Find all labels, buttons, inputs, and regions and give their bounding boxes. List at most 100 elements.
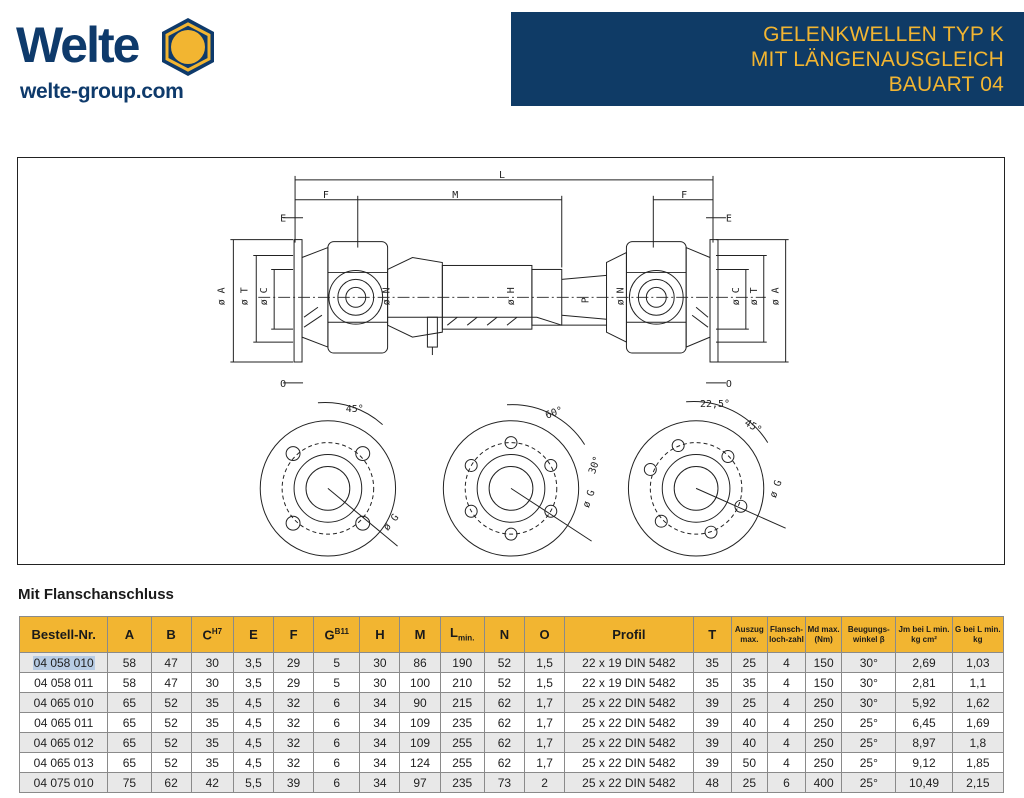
table-cell: 4 — [766, 672, 807, 693]
dia-G-right: ø G — [768, 479, 784, 500]
table-cell: 97 — [399, 772, 441, 793]
table-cell: 1,69 — [951, 712, 1005, 733]
table-cell: 86 — [399, 652, 441, 673]
table-cell: 40 — [730, 732, 768, 753]
table-cell: 250 — [805, 732, 843, 753]
table-cell: 40 — [730, 712, 768, 733]
table-header-cell: H — [359, 616, 401, 653]
table-cell: 32 — [272, 712, 315, 733]
table-cell: 6 — [766, 772, 807, 793]
table-cell: 65 — [107, 752, 152, 773]
dim-M: M — [452, 190, 458, 201]
table-header-cell: GB11 — [313, 616, 361, 653]
dim-T-left: ø T — [239, 287, 250, 305]
table-cell: 400 — [805, 772, 843, 793]
table-header-cell: Bestell-Nr. — [18, 616, 109, 653]
table-cell: 25 — [730, 692, 768, 713]
table-cell: 39 — [272, 772, 315, 793]
table-cell: 47 — [150, 652, 192, 673]
dia-G-left: ø G — [381, 512, 401, 533]
table-cell: 1,1 — [951, 672, 1005, 693]
table-cell: 34 — [359, 752, 401, 773]
table-cell: 8,97 — [895, 732, 953, 753]
table-cell: 30 — [190, 672, 234, 693]
table-cell: 22 x 19 DIN 5482 — [564, 672, 694, 693]
order-number-cell: 04 058 010 — [18, 652, 109, 673]
table-cell: 30° — [841, 692, 897, 713]
table-header-cell: Md max. (Nm) — [805, 616, 843, 653]
table-cell: 25 x 22 DIN 5482 — [564, 732, 694, 753]
table-cell: 1,7 — [523, 752, 566, 773]
dim-O-left: O — [280, 379, 286, 390]
table-cell: 52 — [150, 692, 192, 713]
table-cell: 52 — [150, 712, 192, 733]
table-cell: 65 — [107, 712, 152, 733]
table-header-cell: E — [232, 616, 274, 653]
table-cell: 1,7 — [523, 692, 566, 713]
banner-line-1: GELENKWELLEN TYP K — [763, 23, 1004, 46]
table-header-cell: Lmin. — [439, 616, 485, 653]
table-cell: 30° — [841, 672, 897, 693]
table-cell: 1,5 — [523, 652, 566, 673]
table-cell: 1,03 — [951, 652, 1005, 673]
table-cell: 32 — [272, 732, 315, 753]
table-cell: 65 — [107, 732, 152, 753]
table-cell: 4 — [766, 712, 807, 733]
table-cell: 4,5 — [232, 732, 274, 753]
table-cell: 3,5 — [232, 672, 274, 693]
dim-E-right: E — [726, 214, 732, 225]
table-cell: 109 — [399, 712, 441, 733]
drawing-svg: L F M F E E O O ø A ø T ø C ø N ø H P ø … — [216, 170, 789, 557]
table-cell: 6 — [313, 752, 361, 773]
dim-P: P — [581, 297, 592, 303]
table-cell: 35 — [692, 652, 732, 673]
table-cell: 39 — [692, 692, 732, 713]
table-cell: 35 — [692, 672, 732, 693]
table-cell: 39 — [692, 732, 732, 753]
table-cell: 235 — [439, 772, 485, 793]
table-header-cell: Auszug max. — [730, 616, 768, 653]
table-cell: 62 — [483, 692, 525, 713]
order-number-cell: 04 058 011 — [18, 672, 109, 693]
table-cell: 48 — [692, 772, 732, 793]
table-cell: 4 — [766, 752, 807, 773]
table-cell: 25 x 22 DIN 5482 — [564, 772, 694, 793]
title-banner: GELENKWELLEN TYP K MIT LÄNGENAUSGLEICH B… — [511, 12, 1024, 106]
table-cell: 58 — [107, 672, 152, 693]
dim-N-right: ø N — [615, 287, 626, 305]
table-cell: 5,92 — [895, 692, 953, 713]
table-cell: 3,5 — [232, 652, 274, 673]
table-cell: 124 — [399, 752, 441, 773]
table-header-cell: O — [523, 616, 566, 653]
banner-line-2: MIT LÄNGENAUSGLEICH — [750, 48, 1004, 71]
dim-A-left: ø A — [216, 287, 227, 305]
table-cell: 30 — [190, 652, 234, 673]
table-cell: 25° — [841, 712, 897, 733]
dia-G-middle: ø G — [581, 489, 597, 510]
table-cell: 5 — [313, 672, 361, 693]
table-cell: 25° — [841, 752, 897, 773]
table-cell: 65 — [107, 692, 152, 713]
table-cell: 250 — [805, 712, 843, 733]
order-number-cell: 04 065 012 — [18, 732, 109, 753]
hexagon-nut-icon — [162, 18, 214, 76]
table-cell: 32 — [272, 752, 315, 773]
table-cell: 47 — [150, 672, 192, 693]
table-cell: 2,69 — [895, 652, 953, 673]
order-number-cell: 04 065 013 — [18, 752, 109, 773]
table-cell: 34 — [359, 712, 401, 733]
table-cell: 5 — [313, 652, 361, 673]
table-cell: 9,12 — [895, 752, 953, 773]
table-cell: 100 — [399, 672, 441, 693]
angle-60: 60° — [544, 405, 565, 421]
table-cell: 1,7 — [523, 732, 566, 753]
table-cell: 250 — [805, 752, 843, 773]
dim-T-right: ø T — [749, 287, 760, 305]
logo-url: welte-group.com — [20, 80, 184, 103]
table-cell: 73 — [483, 772, 525, 793]
